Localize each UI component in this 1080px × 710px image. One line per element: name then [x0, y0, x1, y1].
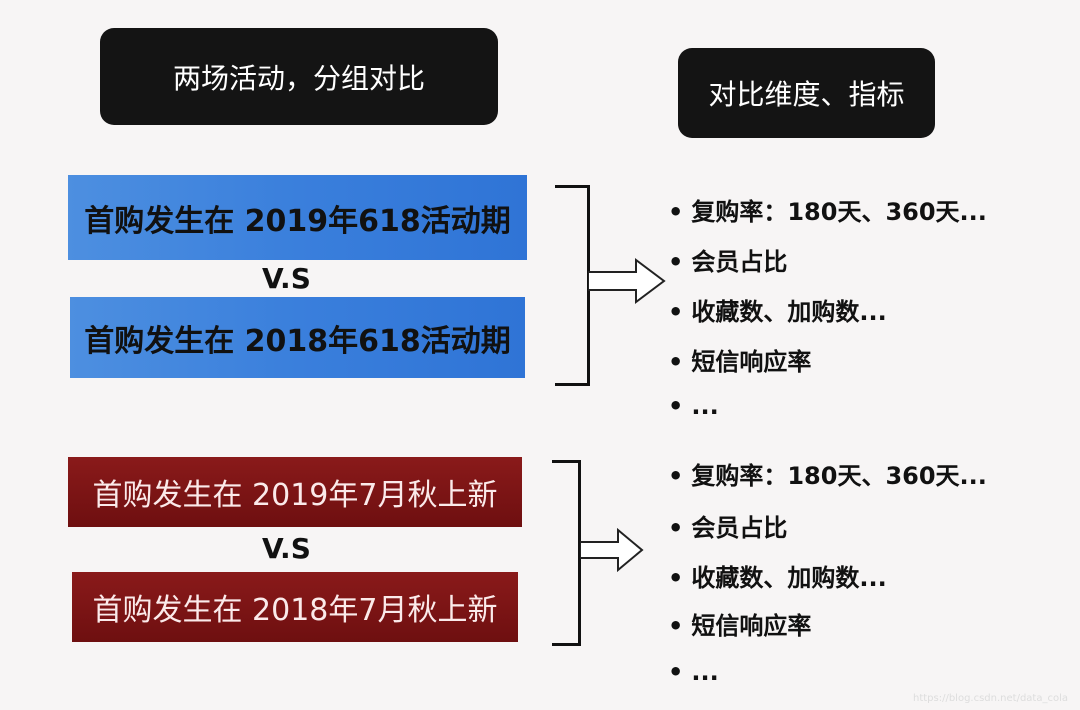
metric-item: 收藏数、加购数...: [668, 292, 886, 327]
group1-box-2018: 首购发生在 2018年618活动期: [70, 297, 525, 378]
group2-arrow-icon: [580, 528, 644, 572]
metric-item: 复购率：180天、360天...: [668, 456, 987, 491]
dimensions-header: 对比维度、指标: [678, 48, 935, 138]
metric-item: ...: [668, 392, 718, 420]
metric-item: ...: [668, 658, 718, 686]
group1-box-2019: 首购发生在 2019年618活动期: [68, 175, 527, 260]
group2-bracket: [552, 460, 581, 646]
metric-item: 会员占比: [668, 242, 787, 277]
group1-vs: V.S: [262, 262, 311, 295]
group1-bracket: [555, 185, 590, 386]
metric-item: 短信响应率: [668, 342, 811, 377]
metric-item: 短信响应率: [668, 606, 811, 641]
group2-vs: V.S: [262, 532, 311, 565]
metric-item: 收藏数、加购数...: [668, 558, 886, 593]
group2-box-2018: 首购发生在 2018年7月秋上新: [72, 572, 518, 642]
watermark: https://blog.csdn.net/data_cola: [912, 693, 1068, 704]
groups-header: 两场活动，分组对比: [100, 28, 498, 125]
group2-box-2019: 首购发生在 2019年7月秋上新: [68, 457, 522, 527]
group1-arrow-icon: [588, 258, 666, 304]
metric-item: 复购率：180天、360天...: [668, 192, 987, 227]
metric-item: 会员占比: [668, 508, 787, 543]
